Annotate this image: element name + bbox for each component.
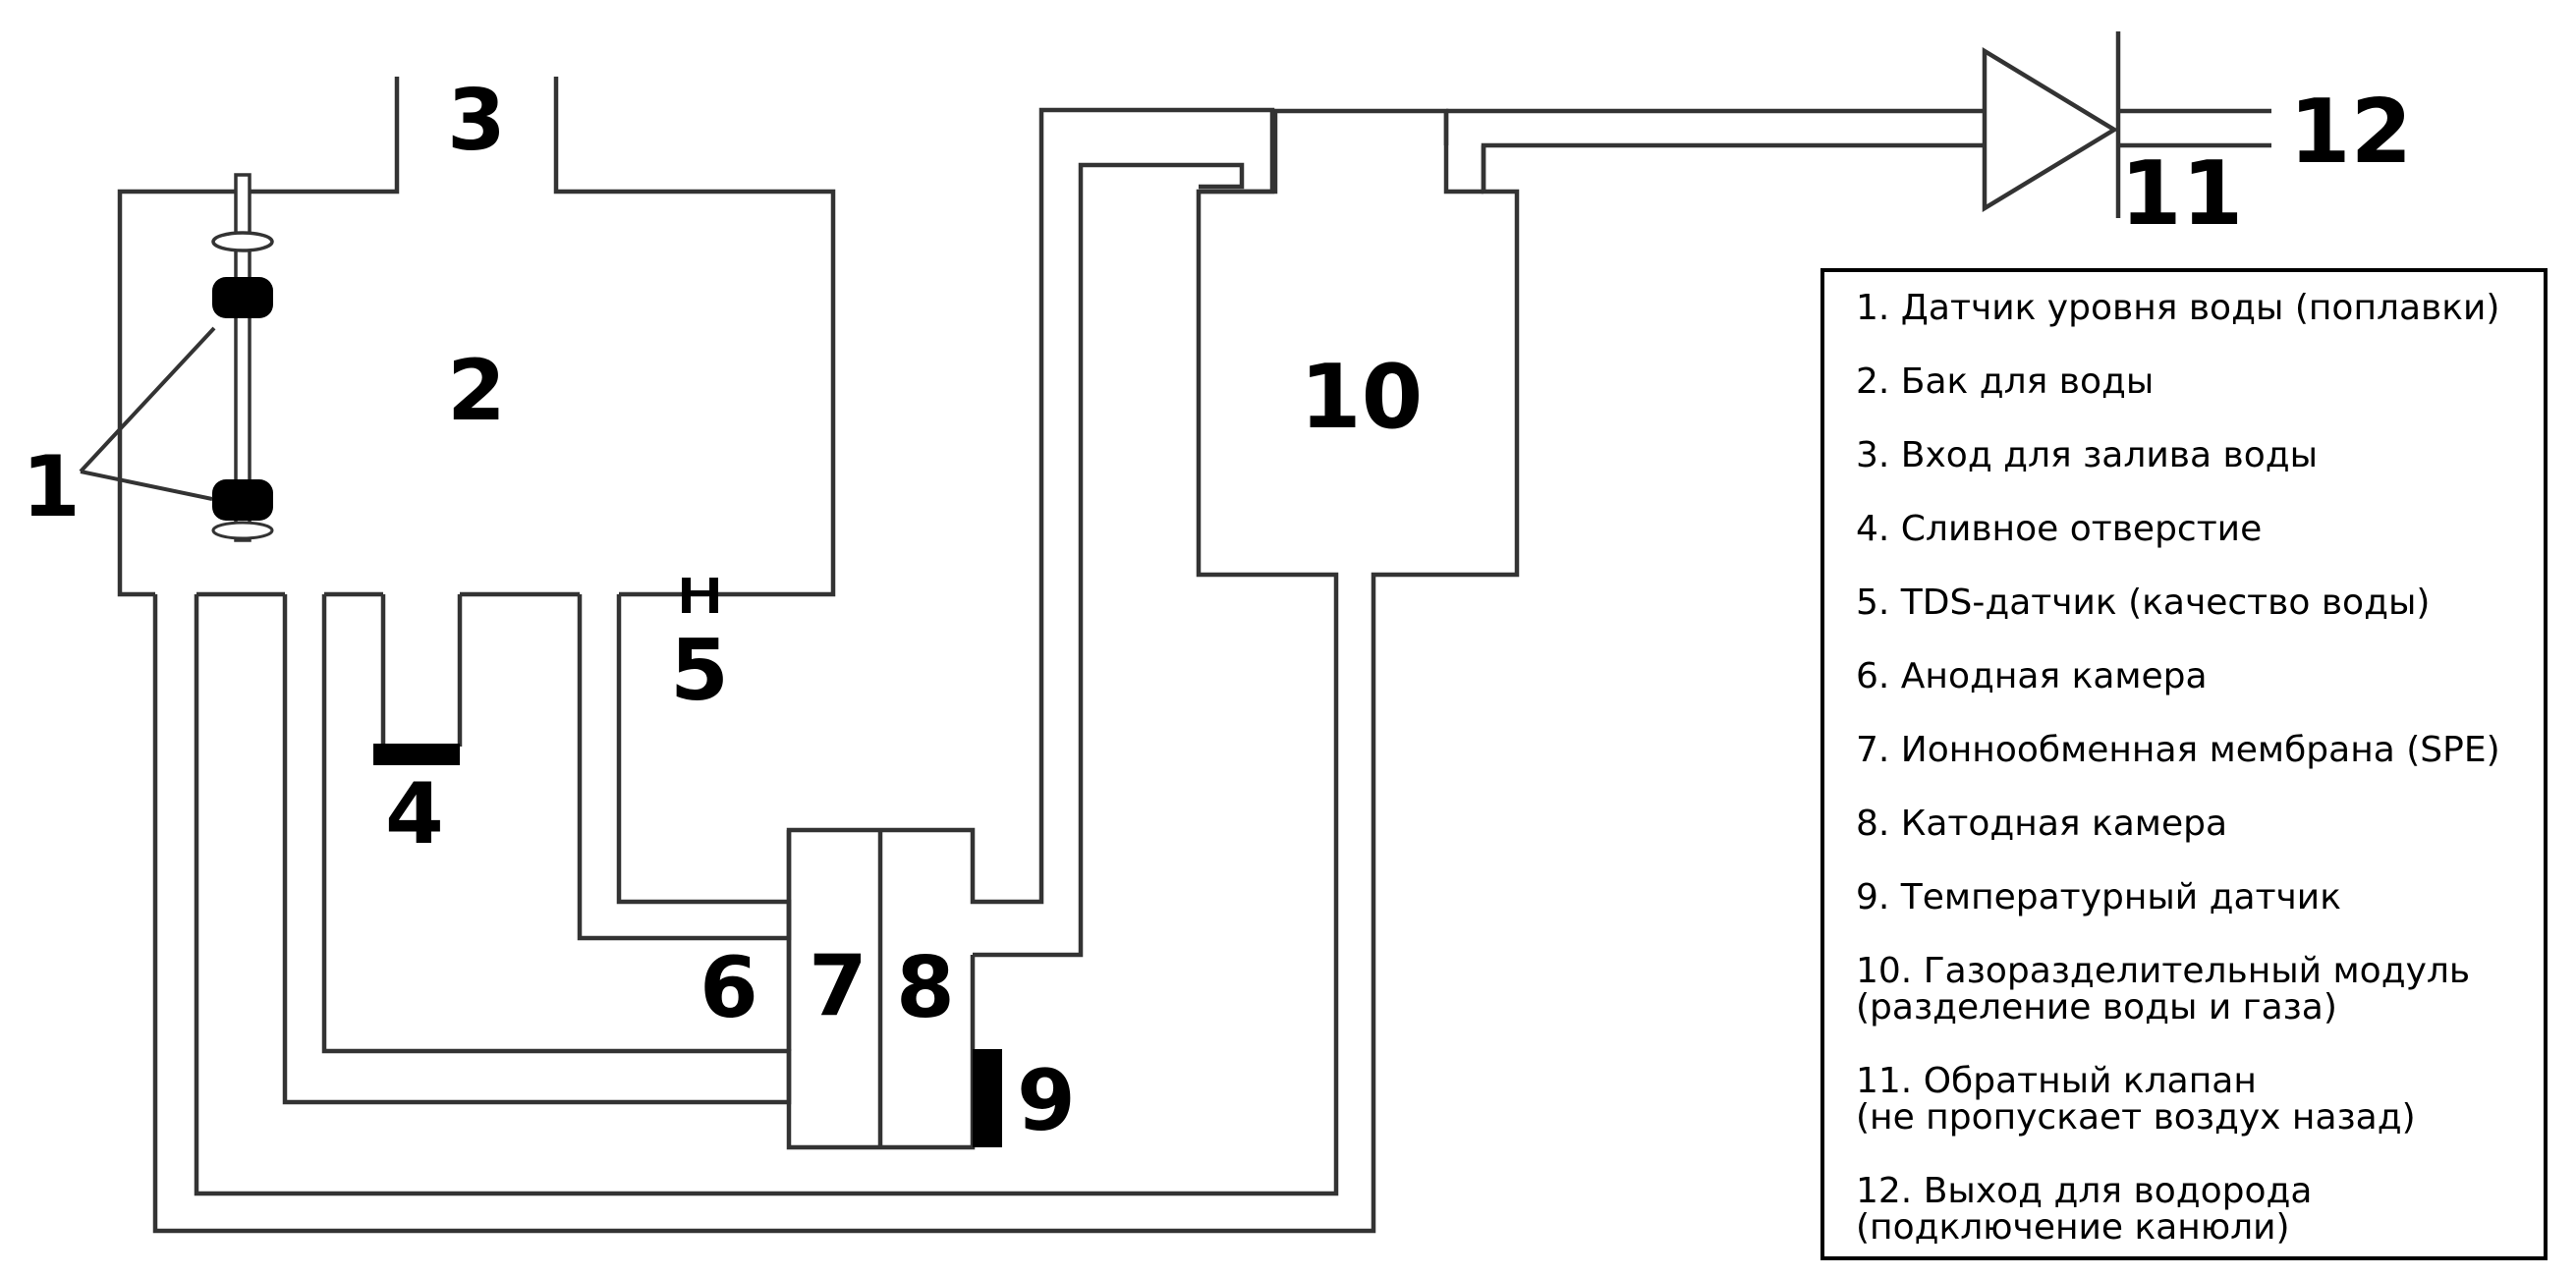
callout-11: 11: [2120, 142, 2243, 246]
legend-item-2: 2. Бак для воды: [1856, 361, 2155, 402]
float-level-sensor: [211, 173, 274, 542]
callout-2: 2: [447, 342, 506, 440]
legend-item-9: 9. Температурный датчик: [1856, 877, 2341, 917]
legend-item-11: 11. Обратный клапан: [1856, 1061, 2257, 1101]
anode-return-pipe: [577, 107, 1275, 941]
callout-1: 1: [22, 438, 81, 536]
callout-8: 8: [896, 939, 955, 1037]
legend-item-6: 6. Анодная камера: [1856, 656, 2208, 696]
legend-item-1: 1. Датчик уровня воды (поплавки): [1856, 288, 2500, 328]
legend-item-8: 8. Катодная камера: [1856, 804, 2228, 844]
water-tank-outline: [117, 77, 836, 597]
drain-stub: [380, 594, 463, 747]
callout-9: 9: [1017, 1052, 1076, 1150]
temperature-sensor: [973, 1049, 1002, 1147]
float-sensor-leader-lines: [79, 326, 216, 501]
gas-separator-top: [1443, 111, 1486, 192]
tds-sensor: [682, 578, 718, 613]
callout-3: 3: [447, 72, 506, 170]
callout-4: 4: [385, 765, 444, 863]
callout-6: 6: [700, 939, 758, 1037]
legend-item-3: 3. Вход для залива воды: [1856, 435, 2319, 475]
callout-12: 12: [2289, 81, 2412, 184]
legend-item-12-detail: (подключение канюли): [1856, 1207, 2290, 1248]
check-valve: [1982, 31, 2271, 218]
legend-item-4: 4. Сливное отверстие: [1856, 509, 2263, 549]
drain-plug: [373, 744, 460, 765]
legend-item-10: 10. Газоразделительный модуль: [1856, 951, 2471, 991]
legend-item-7: 7. Ионнообменная мембрана (SPE): [1856, 730, 2500, 770]
legend-item-5: 5. TDS-датчик (качество воды): [1856, 583, 2431, 623]
legend-item-12: 12. Выход для водорода: [1856, 1171, 2313, 1211]
cathode-outlet-pipe: [973, 162, 1245, 958]
callout-7: 7: [809, 937, 868, 1035]
callout-10: 10: [1300, 346, 1423, 449]
legend-item-10-detail: (разделение воды и газа): [1856, 987, 2337, 1027]
legend-item-11-detail: (не пропускает воздух назад): [1856, 1097, 2416, 1138]
callout-5: 5: [670, 622, 729, 720]
legend-box: 1. Датчик уровня воды (поплавки) 2. Бак …: [1820, 268, 2548, 1260]
